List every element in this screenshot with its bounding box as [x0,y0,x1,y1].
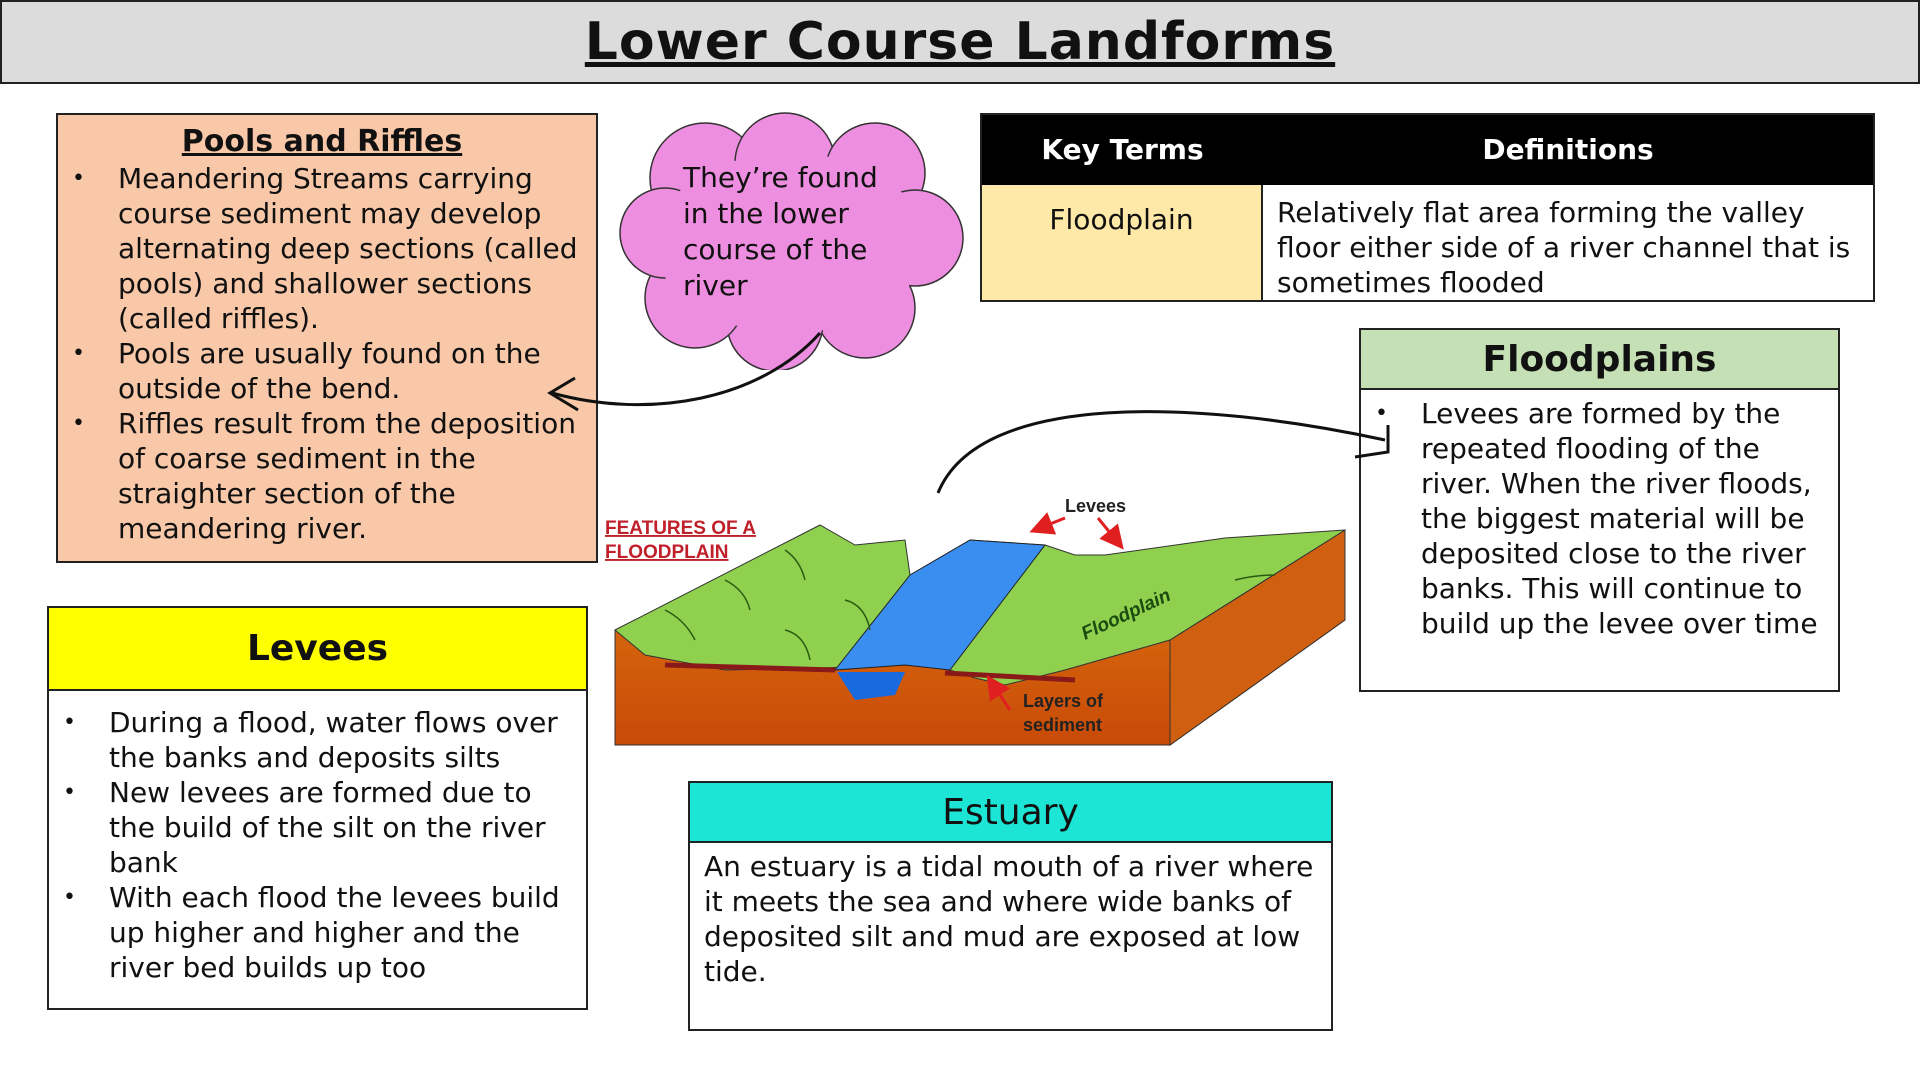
floodplains-box: Floodplains Levees are formed by the rep… [1359,328,1840,692]
label-layers-1: Layers of [1023,691,1104,711]
diagram-title-line2: FLOODPLAIN [605,542,729,563]
levees-box: Levees During a flood, water flows over … [47,606,588,1010]
header-key-terms: Key Terms [1041,133,1204,166]
label-levees: Levees [1065,496,1126,516]
label-layers-2: sediment [1023,715,1102,735]
pools-bullet: Pools are usually found on the outside o… [58,336,586,406]
arrow-diagram-to-floodplains [936,410,1386,494]
floodplains-bullet: Levees are formed by the repeated floodi… [1361,396,1828,641]
pools-bullet: Meandering Streams carrying course sedim… [58,161,586,336]
definition-cell: Relatively flat area forming the valley … [1277,196,1851,299]
levees-heading: Levees [49,608,586,691]
table-header: Key Terms Definitions [982,115,1873,185]
estuary-heading: Estuary [690,783,1331,843]
levees-bullet: With each flood the levees build up high… [49,880,576,985]
page-title: Lower Course Landforms [584,12,1336,72]
pools-heading: Pools and Riffles [181,124,463,159]
diagram-title-line1: FEATURES OF A [605,518,756,539]
pools-bullet: Riffles result from the deposition of co… [58,406,586,546]
title-bar: Lower Course Landforms [0,0,1920,84]
estuary-box: Estuary An estuary is a tidal mouth of a… [688,781,1333,1031]
thought-cloud: They’re found in the lower course of the… [615,108,965,372]
cloud-text: They’re found in the lower course of the… [683,161,878,302]
header-definitions: Definitions [1482,133,1654,166]
term-cell: Floodplain [982,185,1263,300]
levees-bullet: New levees are formed due to the build o… [49,775,576,880]
estuary-text: An estuary is a tidal mouth of a river w… [704,850,1314,988]
cloud-shape [619,112,964,372]
levees-bullet: During a flood, water flows over the ban… [49,705,576,775]
pools-riffles-box: Pools and Riffles Meandering Streams car… [56,113,598,563]
key-terms-table: Key Terms Definitions Floodplain Relativ… [980,113,1875,302]
floodplains-heading: Floodplains [1361,330,1838,390]
floodplain-diagram: FEATURES OF A FLOODPLAIN Levees Floodpla… [605,496,1346,746]
